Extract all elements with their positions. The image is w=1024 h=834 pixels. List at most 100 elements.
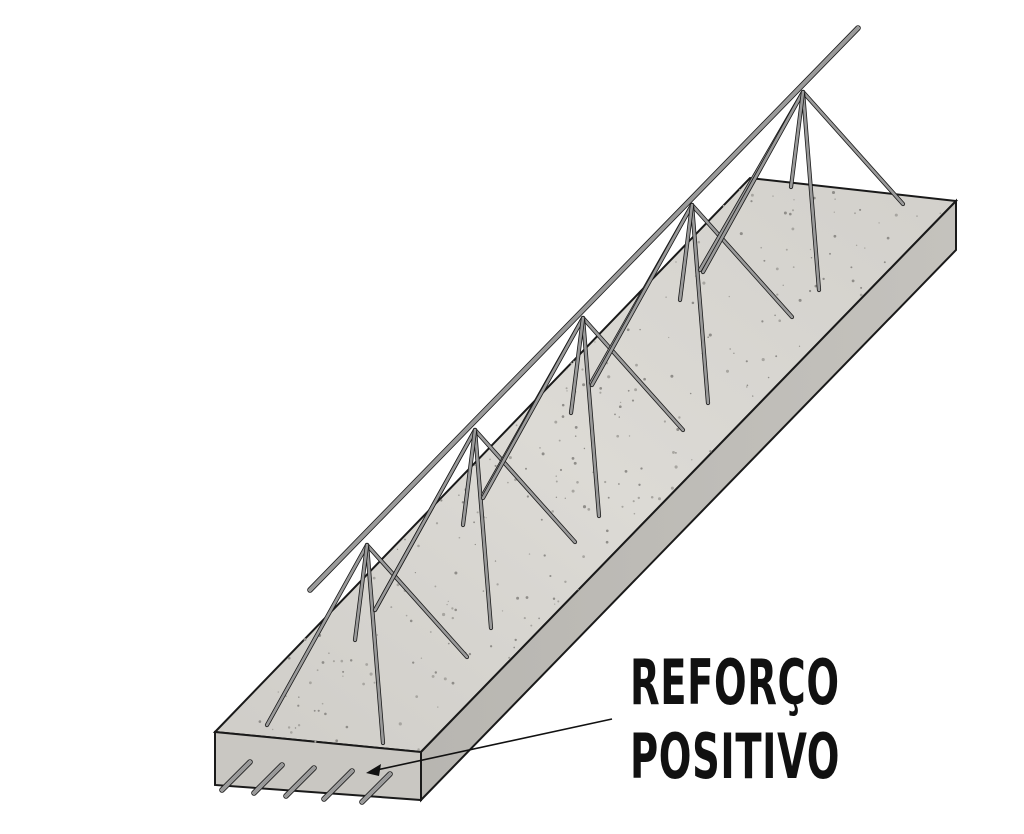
- concrete-speck: [605, 529, 609, 533]
- concrete-speck: [515, 424, 518, 427]
- rebar-end-1: [219, 759, 253, 793]
- label-line-1: REFORÇO: [630, 646, 840, 719]
- concrete-speck: [607, 496, 610, 499]
- concrete-speck: [369, 672, 373, 676]
- concrete-speck: [761, 320, 764, 323]
- concrete-speck: [676, 427, 680, 432]
- concrete-speck: [670, 486, 674, 490]
- concrete-speck: [728, 295, 730, 298]
- rebar-end-2: [251, 762, 285, 796]
- concrete-speck: [854, 212, 856, 215]
- concrete-speck: [404, 538, 406, 541]
- concrete-speck: [860, 286, 863, 289]
- concrete-speck: [566, 390, 568, 392]
- concrete-speck: [886, 236, 890, 240]
- concrete-speck: [258, 720, 262, 723]
- concrete-speck: [564, 580, 567, 583]
- concrete-speck: [321, 702, 324, 705]
- concrete-speck: [294, 727, 297, 729]
- concrete-speck: [494, 464, 497, 467]
- concrete-speck: [670, 374, 674, 378]
- truss-diagonal-short-5: [788, 89, 806, 190]
- concrete-speck: [605, 540, 609, 544]
- concrete-speck: [514, 638, 517, 642]
- concrete-speck: [297, 704, 300, 707]
- truss-diagonal-down-3: [580, 315, 602, 519]
- concrete-speck: [415, 695, 419, 698]
- concrete-speck: [555, 475, 557, 477]
- concrete-speck: [434, 671, 437, 674]
- concrete-speck: [675, 261, 677, 263]
- concrete-speck: [496, 583, 499, 586]
- concrete-speck: [776, 293, 779, 296]
- concrete-speck: [530, 624, 533, 627]
- concrete-speck: [638, 483, 641, 486]
- concrete-speck: [639, 328, 641, 331]
- concrete-speck: [761, 358, 765, 362]
- concrete-speck: [451, 616, 455, 620]
- lattice-truss: [264, 25, 906, 746]
- concrete-speck: [576, 481, 579, 484]
- concrete-speck: [317, 709, 320, 712]
- concrete-speck: [494, 560, 497, 562]
- truss-diagonal-short-3: [568, 315, 586, 416]
- concrete-speck: [454, 571, 458, 575]
- concrete-speck: [440, 499, 443, 502]
- concrete-slab: [212, 176, 959, 803]
- concrete-speck: [345, 725, 349, 729]
- concrete-speck: [309, 681, 312, 685]
- concrete-speck: [808, 289, 812, 293]
- concrete-texture: [258, 189, 942, 751]
- concrete-speck: [474, 464, 476, 466]
- truss-diagonal-far-3: [580, 315, 686, 433]
- concrete-speck: [429, 631, 432, 633]
- concrete-speck: [555, 496, 558, 498]
- concrete-speck: [658, 497, 661, 501]
- concrete-speck: [551, 510, 554, 513]
- truss-diagonal-near-3: [480, 315, 586, 501]
- concrete-speck: [507, 481, 509, 484]
- concrete-speck: [523, 617, 526, 620]
- concrete-speck: [574, 425, 578, 429]
- concrete-speck: [793, 199, 795, 201]
- concrete-speck: [297, 724, 301, 727]
- truss-diagonal-down-1: [364, 542, 386, 746]
- truss-diagonal-far-4: [689, 202, 795, 320]
- concrete-speck: [554, 420, 558, 424]
- concrete-speck: [750, 200, 753, 203]
- concrete-speck: [831, 190, 836, 195]
- concrete-speck: [674, 465, 678, 469]
- concrete-speck: [618, 416, 620, 418]
- concrete-speck: [939, 212, 942, 215]
- concrete-speck: [814, 284, 818, 288]
- concrete-speck: [760, 246, 763, 249]
- concrete-speck: [739, 189, 741, 191]
- concrete-speck: [540, 518, 543, 521]
- truss-diagonal-down-2: [472, 427, 494, 631]
- concrete-speck: [772, 195, 774, 197]
- concrete-speck: [324, 712, 327, 716]
- concrete-speck: [587, 508, 591, 511]
- concrete-speck: [468, 652, 472, 656]
- concrete-speck: [767, 376, 770, 379]
- concrete-speck: [672, 450, 675, 454]
- concrete-speck: [745, 386, 748, 388]
- rebar-end-3: [283, 765, 317, 799]
- concrete-speck: [678, 416, 681, 419]
- concrete-speck: [708, 333, 712, 337]
- concrete-speck: [303, 638, 307, 641]
- concrete-speck: [778, 319, 781, 322]
- concrete-speck: [390, 606, 393, 609]
- concrete-speck: [554, 603, 556, 605]
- concrete-speck: [538, 617, 540, 620]
- concrete-speck: [634, 388, 638, 392]
- concrete-speck: [431, 674, 435, 678]
- concrete-speck: [420, 657, 423, 659]
- concrete-speck: [489, 645, 493, 648]
- concrete-speck: [458, 536, 461, 539]
- concrete-speck: [565, 387, 568, 390]
- concrete-speck: [409, 619, 413, 623]
- concrete-speck: [594, 341, 596, 343]
- concrete-speck: [643, 377, 646, 381]
- concrete-speck: [851, 279, 855, 283]
